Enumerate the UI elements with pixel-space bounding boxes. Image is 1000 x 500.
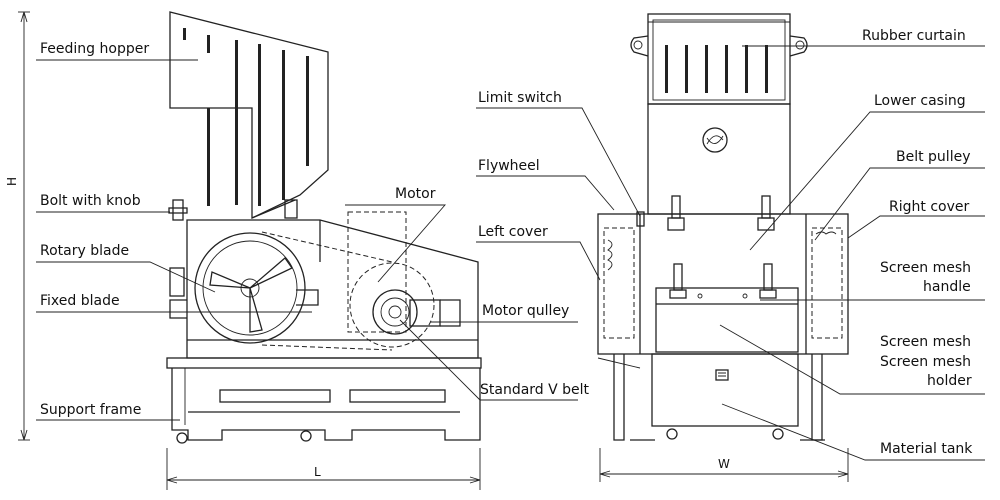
leader-lines [36,45,985,461]
label-rubber-curtain: Rubber curtain [862,28,966,44]
material-tank-body [613,353,825,441]
label-fixed-blade: Fixed blade [40,293,120,309]
label-standard-v-belt: Standard V belt [480,382,590,398]
label-limit-switch: Limit switch [478,90,562,106]
lower-casing-body [647,103,791,215]
side-view: H L [5,11,482,490]
label-lower-casing: Lower casing [874,93,966,109]
labels: Feeding hopper Bolt with knob Rotary bla… [40,28,973,457]
width-dimension: W [599,448,849,482]
label-screen-mesh-handle-2: handle [923,279,971,295]
label-screen-mesh-holder-1: Screen mesh [880,354,971,370]
label-feeding-hopper: Feeding hopper [40,41,149,57]
length-label: L [314,465,321,479]
feeding-hopper [169,11,329,220]
bolt-with-knob [168,199,298,221]
label-rotary-blade: Rotary blade [40,243,129,259]
label-screen-mesh: Screen mesh [880,334,971,350]
motor-body [347,211,461,335]
label-motor-pulley: Motor qulley [482,303,569,319]
length-dimension: L [166,448,481,490]
label-motor: Motor [395,186,436,202]
label-right-cover: Right cover [889,199,969,215]
height-dimension: H [5,11,30,441]
front-view: W [597,13,849,482]
width-label: W [718,457,730,471]
label-screen-mesh-handle-1: Screen mesh [880,260,971,276]
rubber-curtain [630,13,808,105]
label-material-tank: Material tank [880,441,973,457]
height-label: H [5,177,19,186]
label-left-cover: Left cover [478,224,548,240]
v-belt [261,231,435,351]
main-body [597,195,849,355]
label-support-frame: Support frame [40,402,141,418]
rotor [194,232,319,344]
label-screen-mesh-holder-2: holder [927,373,972,389]
label-bolt-with-knob: Bolt with knob [40,193,141,209]
support-frame [166,357,482,444]
upper-casing [169,219,479,359]
label-belt-pulley: Belt pulley [896,149,970,165]
label-flywheel: Flywheel [478,158,540,174]
